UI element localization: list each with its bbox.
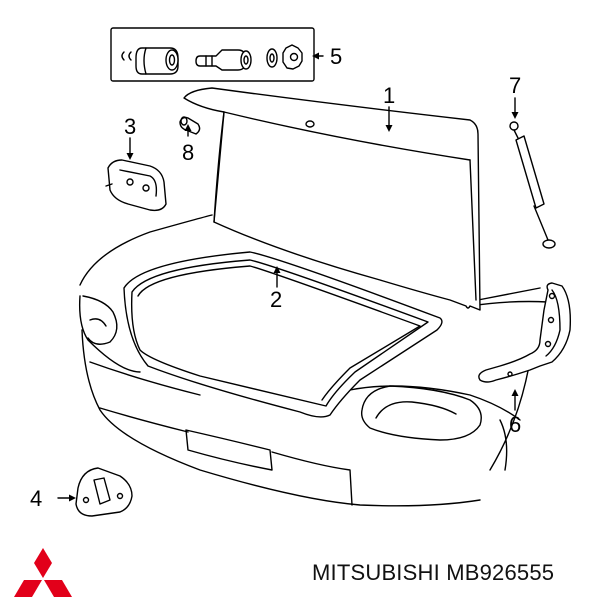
arrowheads <box>69 52 519 502</box>
callout-1: 1 <box>383 83 395 108</box>
striker <box>75 467 133 517</box>
inset-frame <box>110 27 315 82</box>
lock-cylinder-2 <box>195 49 252 71</box>
callout-5: 5 <box>330 44 342 69</box>
mitsubishi-logo <box>14 548 72 597</box>
clip-pair <box>121 51 132 61</box>
callout-6: 6 <box>509 412 521 437</box>
bumper-stop <box>179 116 201 135</box>
callout-8: 8 <box>182 140 194 165</box>
car-rear-body <box>78 214 549 507</box>
callout-7: 7 <box>509 73 521 98</box>
trunk-hinge <box>478 282 572 383</box>
lock-cylinder-inset <box>110 27 315 82</box>
license-plate-recess <box>185 429 273 471</box>
brand-part-number: MITSUBISHI MB926555 <box>312 560 555 585</box>
callout-4: 4 <box>30 486 42 511</box>
trunk-opening <box>123 251 443 418</box>
callout-3: 3 <box>124 114 136 139</box>
trunk-lid <box>183 87 481 311</box>
gear-nut <box>282 44 303 70</box>
trunk-latch <box>105 159 167 212</box>
lid-emblem-hole <box>305 120 315 128</box>
callout-2: 2 <box>270 287 282 312</box>
gas-strut <box>509 121 556 249</box>
lock-cylinder-1 <box>135 47 179 75</box>
retainer-ring <box>266 48 278 68</box>
